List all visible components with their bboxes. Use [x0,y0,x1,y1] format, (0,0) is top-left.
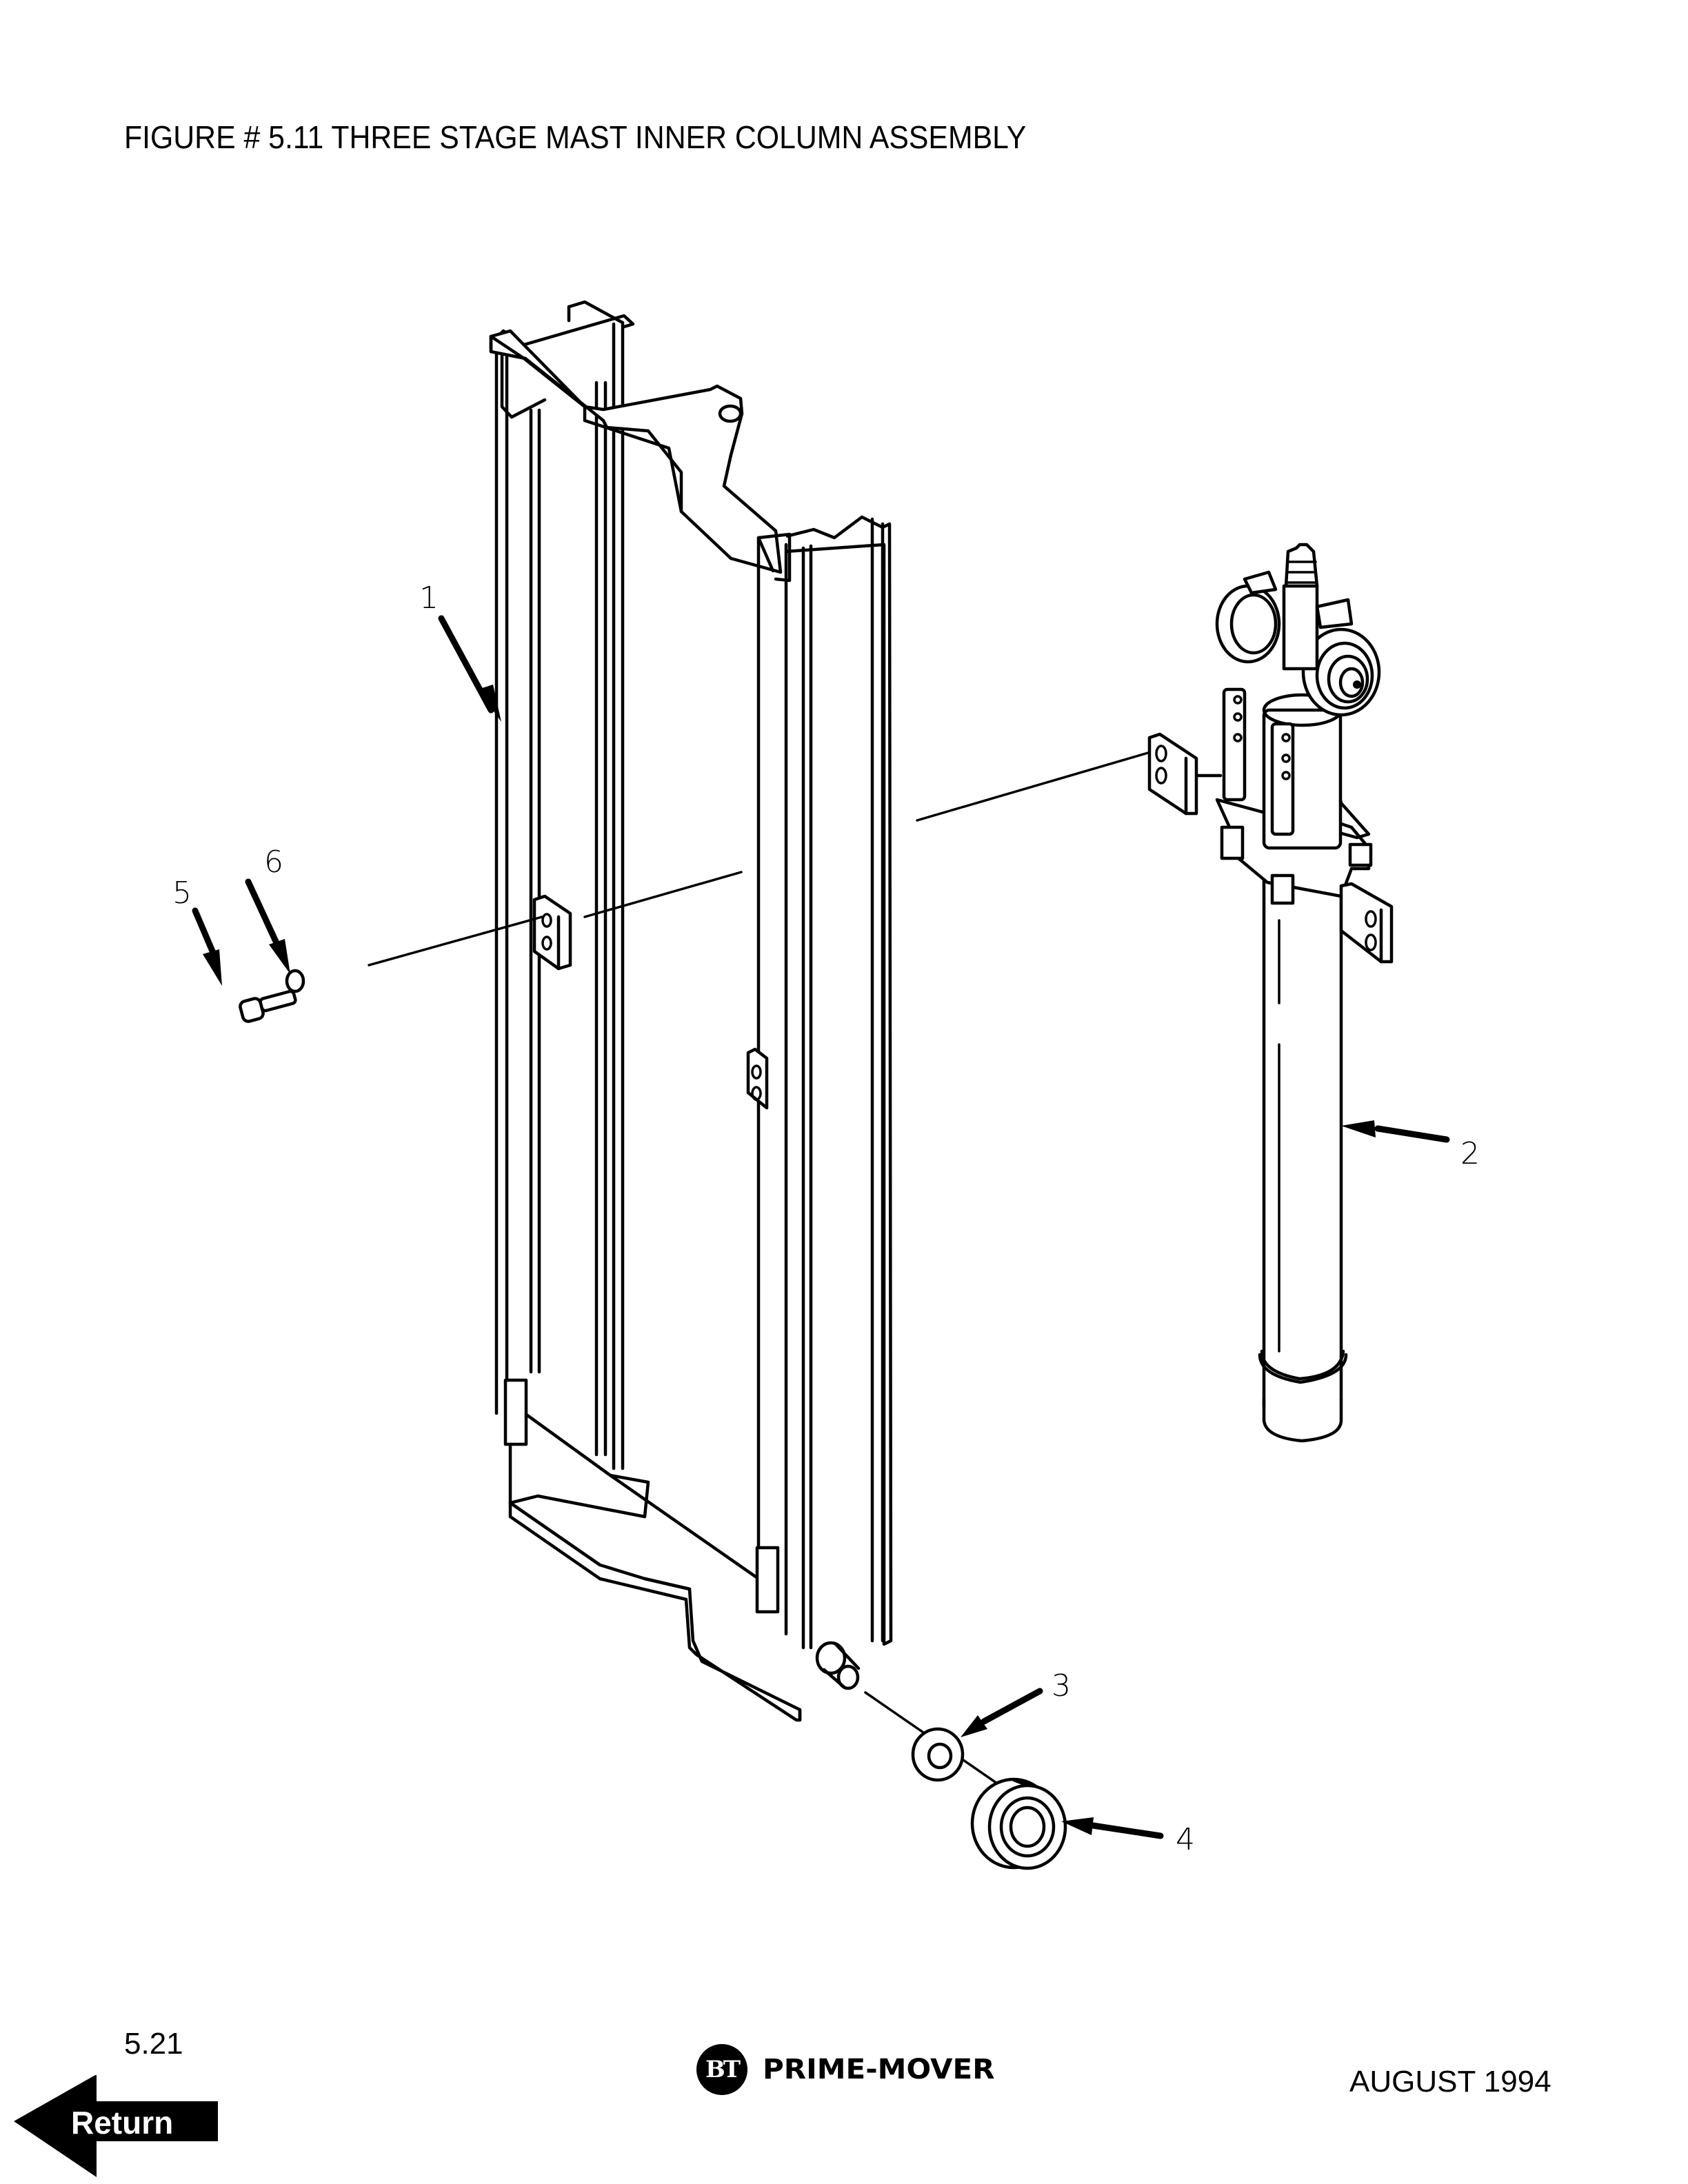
callout-arrows [192,615,1450,1839]
callout-label-1: 1 [419,580,439,616]
callout-label-5: 5 [172,876,192,911]
brand-logo: BT PRIME-MOVER [696,2044,995,2095]
spacer-washer [911,1727,965,1782]
callout-label-6: 6 [264,845,283,880]
bt-logo-icon: BT [696,2044,747,2095]
lift-cylinder [1147,543,1394,1443]
page-number: 5.21 [124,2027,183,2061]
page-title: FIGURE # 5.11 THREE STAGE MAST INNER COL… [124,119,1027,155]
callout-label-2: 2 [1460,1136,1480,1171]
return-button[interactable]: Return [12,2075,219,2178]
inner-column-weldment [368,300,1149,1794]
roller-bearing [970,1777,1067,1870]
capscrew [239,989,297,1023]
brand-name: PRIME-MOVER [763,2054,995,2085]
callout-label-4: 4 [1176,1822,1195,1857]
callout-label-3: 3 [1052,1668,1071,1703]
publication-date: AUGUST 1994 [1349,2065,1551,2099]
lock-washer [285,969,305,993]
return-label: Return [71,2105,174,2141]
arrow-left-icon [14,2075,218,2177]
